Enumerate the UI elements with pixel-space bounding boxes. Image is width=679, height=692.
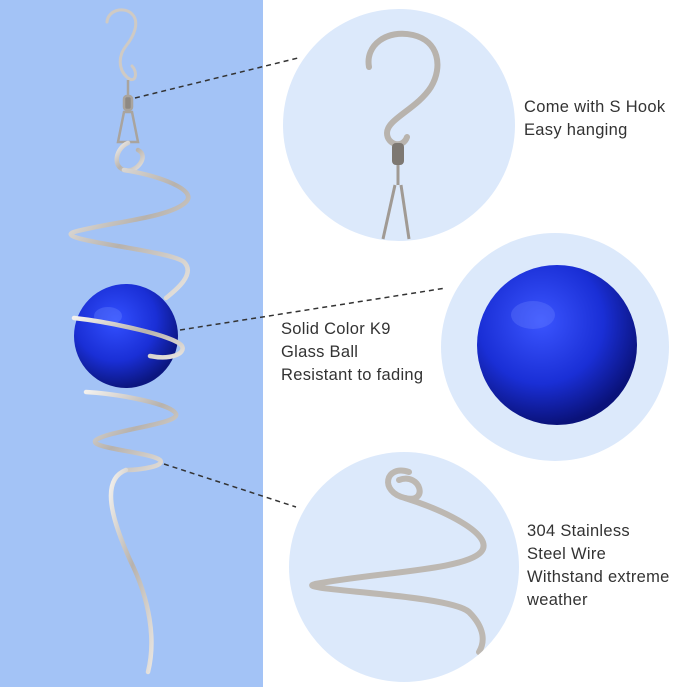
s-hook-icon	[105, 8, 138, 81]
swivel-icon	[392, 143, 404, 165]
s-hook-closeup	[365, 30, 441, 240]
ball-detail-circle	[441, 233, 669, 461]
caption-line: Easy hanging	[524, 121, 628, 139]
glass-ball-closeup	[477, 265, 637, 425]
wire-caption: 304 Stainless Steel Wire Withstand extre…	[527, 520, 670, 612]
caption-line: Resistant to fading	[281, 366, 424, 384]
caption-line: Glass Ball	[281, 343, 359, 361]
ball-caption: Solid Color K9 Glass Ball Resistant to f…	[281, 318, 423, 387]
glass-ball-icon	[74, 284, 178, 388]
hook-detail-circle	[283, 9, 515, 241]
swivel-clip-icon	[116, 80, 140, 144]
hook-caption: Come with S Hook Easy hanging	[524, 96, 665, 142]
wind-spinner-image	[68, 8, 191, 675]
caption-line: Solid Color K9	[281, 320, 391, 338]
caption-line: 304 Stainless	[527, 522, 630, 540]
spiral-wire-closeup	[309, 467, 487, 655]
wire-detail-circle	[289, 452, 519, 682]
caption-line: Steel Wire	[527, 545, 607, 563]
caption-line: Withstand extreme	[527, 568, 670, 586]
caption-line: weather	[527, 591, 588, 609]
caption-line: Come with S Hook	[524, 98, 666, 116]
product-panel	[0, 0, 263, 687]
spiral-wire-icon	[68, 140, 191, 301]
